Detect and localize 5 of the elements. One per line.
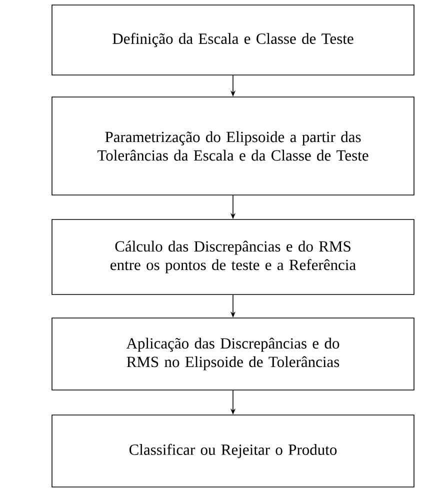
process-box: Classificar ou Rejeitar o Produto (52, 414, 414, 488)
process-box: Aplicação das Discrepâncias e do RMS no Elipsoide de Tolerâncias (52, 318, 414, 390)
process-box: Cálculo das Discrepâncias e do RMS entre os pontos de teste e a Referência (52, 219, 414, 295)
process-box: Definição da Escala e Classe de Teste (52, 4, 414, 76)
process-box: Parametrização do Elipsoide a partir das Tolerâncias da Escala e da Classe de Teste (52, 96, 414, 196)
